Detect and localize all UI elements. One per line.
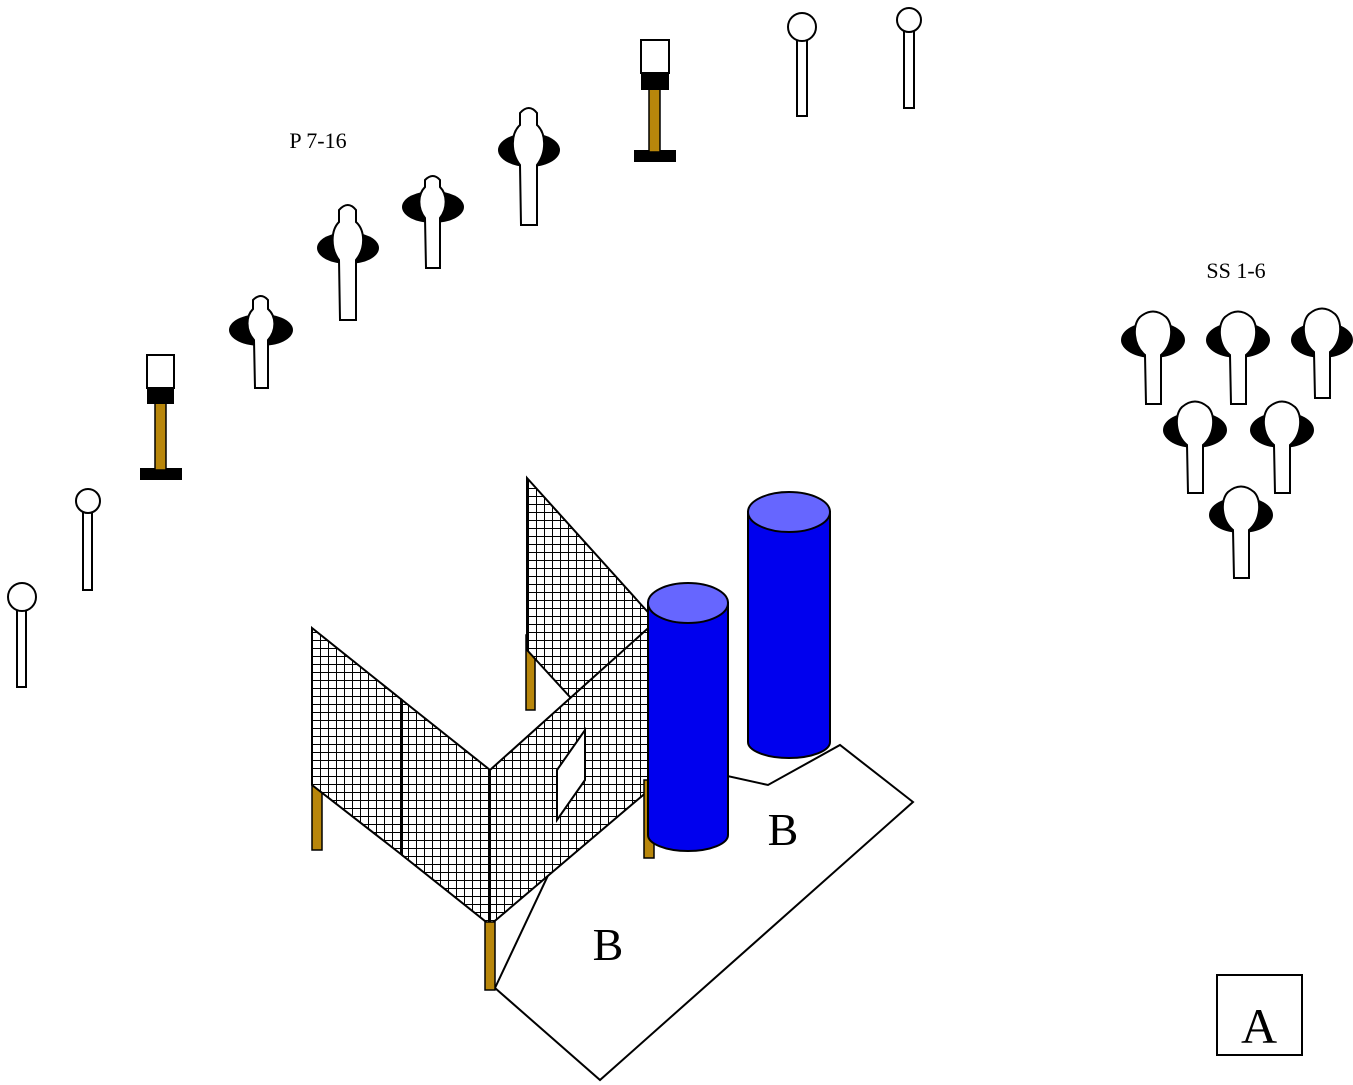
popper-target-icon bbox=[1209, 485, 1273, 579]
start-position-box bbox=[1216, 974, 1303, 1056]
shooting-port bbox=[556, 726, 586, 824]
popper-target-icon bbox=[229, 295, 293, 389]
paper-target-icon bbox=[140, 354, 182, 480]
steel-plate-icon bbox=[75, 488, 101, 591]
steel-group-label: SS 1-6 bbox=[1206, 258, 1265, 283]
popper-target-icon bbox=[1206, 310, 1270, 405]
popper-target-icon bbox=[402, 175, 464, 269]
popper-target-icon bbox=[1163, 400, 1227, 494]
popper-target-icon bbox=[1250, 400, 1314, 494]
poppers-group-label: P 7-16 bbox=[289, 128, 346, 153]
popper-target-icon bbox=[1291, 307, 1353, 399]
popper-target-icon bbox=[317, 204, 379, 321]
shooting-area-label: B bbox=[593, 919, 624, 970]
popper-target-icon bbox=[1121, 310, 1185, 405]
steel-plate-icon bbox=[7, 582, 37, 688]
start-position-label: A bbox=[1241, 998, 1277, 1054]
steel-plate-icon bbox=[896, 7, 922, 109]
barrel-front bbox=[647, 582, 729, 852]
mesh-wall-left bbox=[311, 625, 491, 928]
steel-plate-icon bbox=[787, 12, 817, 117]
paper-target-icon bbox=[634, 39, 676, 162]
shooting-area-label: B bbox=[768, 804, 799, 855]
barrel-back bbox=[747, 491, 831, 759]
popper-target-icon bbox=[498, 107, 560, 226]
